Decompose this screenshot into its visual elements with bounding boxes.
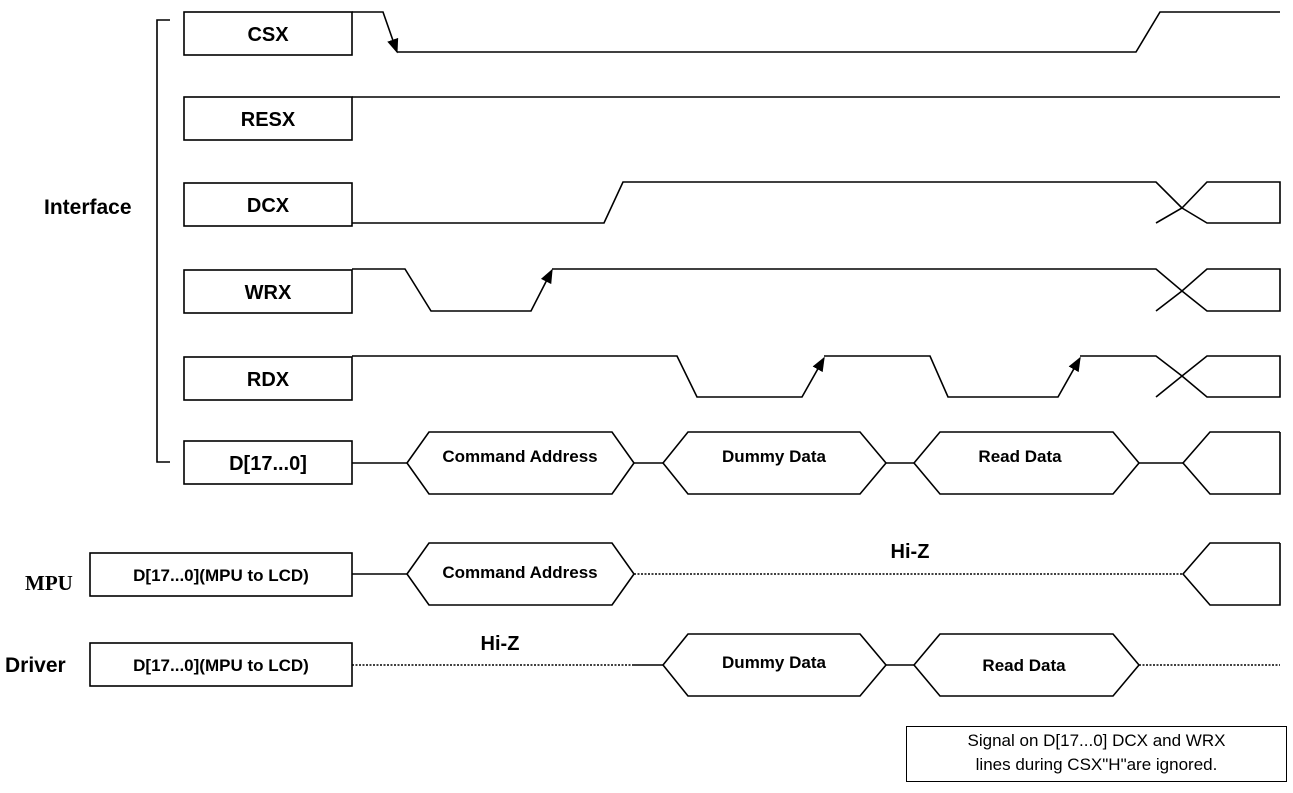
- bus-label-dummy-data: Dummy Data: [722, 447, 826, 466]
- rdx-waveform: [352, 355, 1281, 398]
- signal-label-wrx: WRX: [183, 269, 353, 314]
- interface-bracket: [156, 19, 170, 463]
- svg-text:RESX: RESX: [241, 109, 296, 131]
- mpu-hiz-label: Hi-Z: [891, 541, 930, 563]
- driver-signal-label: D[17...0](MPU to LCD): [89, 642, 353, 687]
- svg-text:D[17...0](MPU to LCD): D[17...0](MPU to LCD): [133, 656, 309, 675]
- signal-label-csx: CSX: [183, 11, 353, 56]
- dcx-waveform: [352, 181, 1281, 224]
- driver-hiz-label: Hi-Z: [481, 633, 520, 655]
- driver-read-data-label: Read Data: [982, 656, 1066, 675]
- svg-text:WRX: WRX: [245, 282, 292, 304]
- svg-text:D[17...0](MPU to LCD): D[17...0](MPU to LCD): [133, 566, 309, 585]
- signal-label-rdx: RDX: [183, 356, 353, 401]
- svg-text:CSX: CSX: [247, 24, 289, 46]
- csx-waveform: [352, 11, 1280, 54]
- bus-label-command-address: Command Address: [442, 447, 597, 466]
- note-box: Signal on D[17...0] DCX and WRX lines du…: [906, 726, 1287, 782]
- data-bus-waveform: [352, 431, 1281, 495]
- svg-text:D[17...0]: D[17...0]: [229, 453, 307, 475]
- mpu-side-label: MPU: [25, 571, 73, 595]
- signal-label-resx: RESX: [183, 96, 353, 141]
- mpu-waveform: [352, 542, 1281, 606]
- wrx-waveform: [352, 268, 1281, 312]
- mpu-signal-label: D[17...0](MPU to LCD): [89, 552, 353, 597]
- note-line-2: lines during CSX"H"are ignored.: [975, 755, 1218, 774]
- note-line-1: Signal on D[17...0] DCX and WRX: [967, 731, 1226, 750]
- svg-text:RDX: RDX: [247, 369, 290, 391]
- interface-label: Interface: [44, 196, 132, 219]
- svg-text:DCX: DCX: [247, 195, 290, 217]
- signal-label-dcx: DCX: [183, 182, 353, 227]
- driver-side-label: Driver: [5, 654, 66, 677]
- driver-waveform: [352, 633, 1280, 697]
- mpu-command-address-label: Command Address: [442, 563, 597, 582]
- bus-label-read-data: Read Data: [978, 447, 1062, 466]
- driver-dummy-data-label: Dummy Data: [722, 653, 826, 672]
- signal-label-data-bus: D[17...0]: [183, 440, 353, 485]
